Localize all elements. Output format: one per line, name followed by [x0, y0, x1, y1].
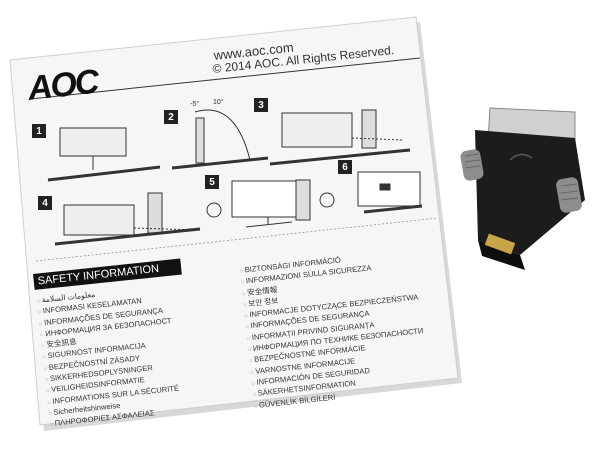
- svg-text:10°: 10°: [213, 98, 224, 106]
- step6-illustration: [357, 171, 423, 214]
- step-number-3: 3: [254, 98, 268, 112]
- right-screw: [556, 177, 582, 213]
- left-screw: [460, 149, 484, 181]
- step-number-4: 4: [38, 196, 52, 210]
- signal-logo-icon: [509, 153, 533, 161]
- aoc-logo: AOC: [26, 62, 100, 108]
- step-number-6: 6: [338, 160, 352, 174]
- language-list-left: معلومات السلامة INFORMASI KESELAMATAN IN…: [36, 282, 182, 431]
- step2-illustration: -5° 10°: [171, 98, 269, 170]
- section-divider: [35, 217, 439, 262]
- step1-illustration: [47, 127, 161, 182]
- header-divider: [29, 57, 421, 100]
- step3-illustration: [269, 109, 411, 166]
- language-list-right: BIZTONSÁGI INFORMÁCIÓ INFORMAZIONI SULLA…: [239, 248, 430, 413]
- hdmi-port: [484, 233, 516, 255]
- step5-illustration: [206, 179, 335, 228]
- step-number-5: 5: [205, 175, 219, 189]
- svg-text:-5°: -5°: [190, 100, 199, 108]
- step-number-1: 1: [32, 124, 46, 138]
- hdmi-port-shell: [478, 240, 525, 270]
- step4-illustration: [54, 192, 201, 246]
- step-number-2: 2: [164, 110, 178, 124]
- adapter-body: [475, 130, 585, 255]
- dvi-hdmi-adapter: [460, 107, 585, 270]
